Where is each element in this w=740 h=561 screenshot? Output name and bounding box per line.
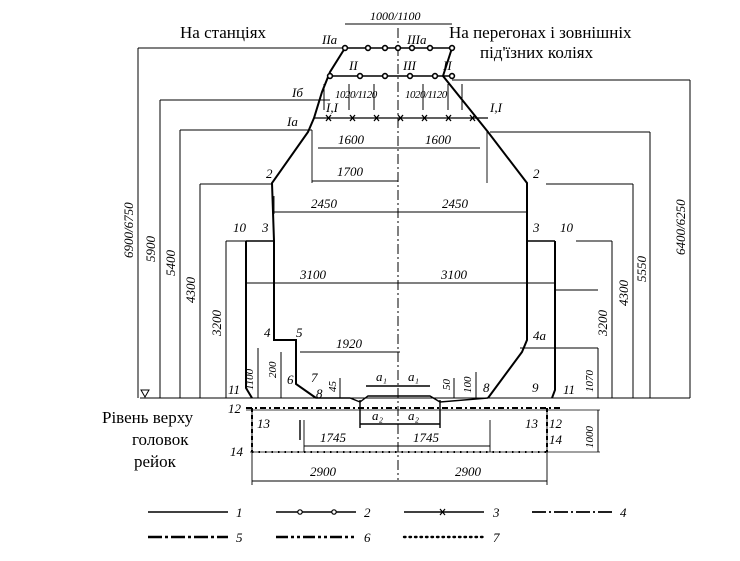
dim-1700: 1700 [337,164,364,179]
dim-2900-left: 2900 [310,464,337,479]
label-7: 7 [311,370,318,385]
dim-200: 200 [267,361,279,378]
rail-contact-detail [299,385,489,440]
label-4a: 4a [533,328,547,343]
dim-6400-6250: 6400/6250 [673,199,688,255]
label-10-right: 10 [560,220,574,235]
label-II-right: II [442,58,452,73]
label-2-right: 2 [533,166,540,181]
rail-level-line3: рейок [134,452,177,471]
label-4: 4 [264,325,271,340]
upper-cross-line [314,114,488,122]
dim-1600-right: 1600 [425,132,452,147]
dim-1100: 1100 [244,368,256,390]
dim-2450-left: 2450 [311,196,338,211]
legend-label-4: 4 [620,505,627,520]
dim-1745-left: 1745 [320,430,347,445]
label-3-right: 3 [532,220,540,235]
label-II-left: II [348,58,358,73]
legend [148,508,612,539]
dim-3100-left: 3100 [299,267,327,282]
heading-spans-line1: На перегонах і зовнішніх [449,23,632,42]
label-I-I-right: I,I [489,100,503,115]
dim-6900-6750: 6900/6750 [121,202,136,258]
dim-a2-left: a₂ [372,408,384,423]
label-14-right: 14 [549,432,563,447]
label-11-left: 11 [228,382,240,397]
label-12-right: 12 [549,416,563,431]
dim-1745-right: 1745 [413,430,440,445]
dim-1000: 1000 [584,426,596,449]
label-9: 9 [532,380,539,395]
dim-1600-left: 1600 [338,132,365,147]
dim-5400: 5400 [163,250,178,277]
label-2-left: 2 [266,166,273,181]
dim-a1-right: a₁ [408,369,419,384]
label-IIIa: IIIa [406,32,427,47]
top-platform-line [326,44,456,80]
dim-4300-right: 4300 [616,280,631,307]
legend-label-7: 7 [493,530,500,545]
dim-upper-widths: 1020/1120 [335,89,378,101]
label-Ia: Ia [286,114,298,129]
legend-swatch-2 [276,509,356,515]
station-gauge-outline [245,47,346,399]
dim-a2-right: a₂ [408,408,420,423]
lower-gauge-line [246,407,560,453]
dim-a1-left: a₁ [376,369,387,384]
label-IIa: IIa [321,32,338,47]
heading-stations: На станціях [180,23,267,42]
dim-45: 45 [327,381,339,393]
dim-1070: 1070 [584,370,596,393]
dim-1920: 1920 [336,336,363,351]
label-13-right: 13 [525,416,539,431]
dim-3200-left: 3200 [209,310,224,338]
rail-level-line1: Рівень верху [102,408,194,427]
label-8-right: 8 [483,380,490,395]
dim-upper-widths-right: 1020/1120 [405,89,448,101]
legend-swatch-3 [404,508,484,516]
dim-3200-right: 3200 [595,310,610,338]
dim-2450-right: 2450 [442,196,469,211]
legend-label-3: 3 [492,505,500,520]
dim-4300-left: 4300 [183,277,198,304]
horizontal-dimension-lines [246,23,555,482]
label-13-left: 13 [257,416,271,431]
inner-verticals [323,84,463,110]
legend-label-1: 1 [236,505,243,520]
label-8-left: 8 [316,386,323,401]
label-14-left: 14 [230,444,244,459]
label-5: 5 [296,325,303,340]
label-Ib: Iб [291,85,303,100]
label-I-I-left: I,I [325,100,339,115]
heading-spans-line2: під'їзних коліях [480,43,594,62]
label-12-left: 12 [228,401,242,416]
label-11-right: 11 [563,382,575,397]
dim-5550: 5550 [634,256,649,283]
dim-2900-right: 2900 [455,464,482,479]
dim-50: 50 [441,379,453,391]
dim-top-width: 1000/1100 [370,9,420,23]
label-3-left: 3 [261,220,269,235]
rail-level-marker-icon [140,389,150,399]
rail-level-line2: головок [132,430,189,449]
legend-label-5: 5 [236,530,243,545]
dim-3100-right: 3100 [440,267,468,282]
legend-label-2: 2 [364,505,371,520]
label-III: III [402,58,417,73]
dim-100: 100 [462,376,474,393]
label-10-left: 10 [233,220,247,235]
vertical-dimension-lines [137,48,691,452]
dim-5900: 5900 [143,236,158,263]
legend-label-6: 6 [364,530,371,545]
label-6: 6 [287,372,294,387]
